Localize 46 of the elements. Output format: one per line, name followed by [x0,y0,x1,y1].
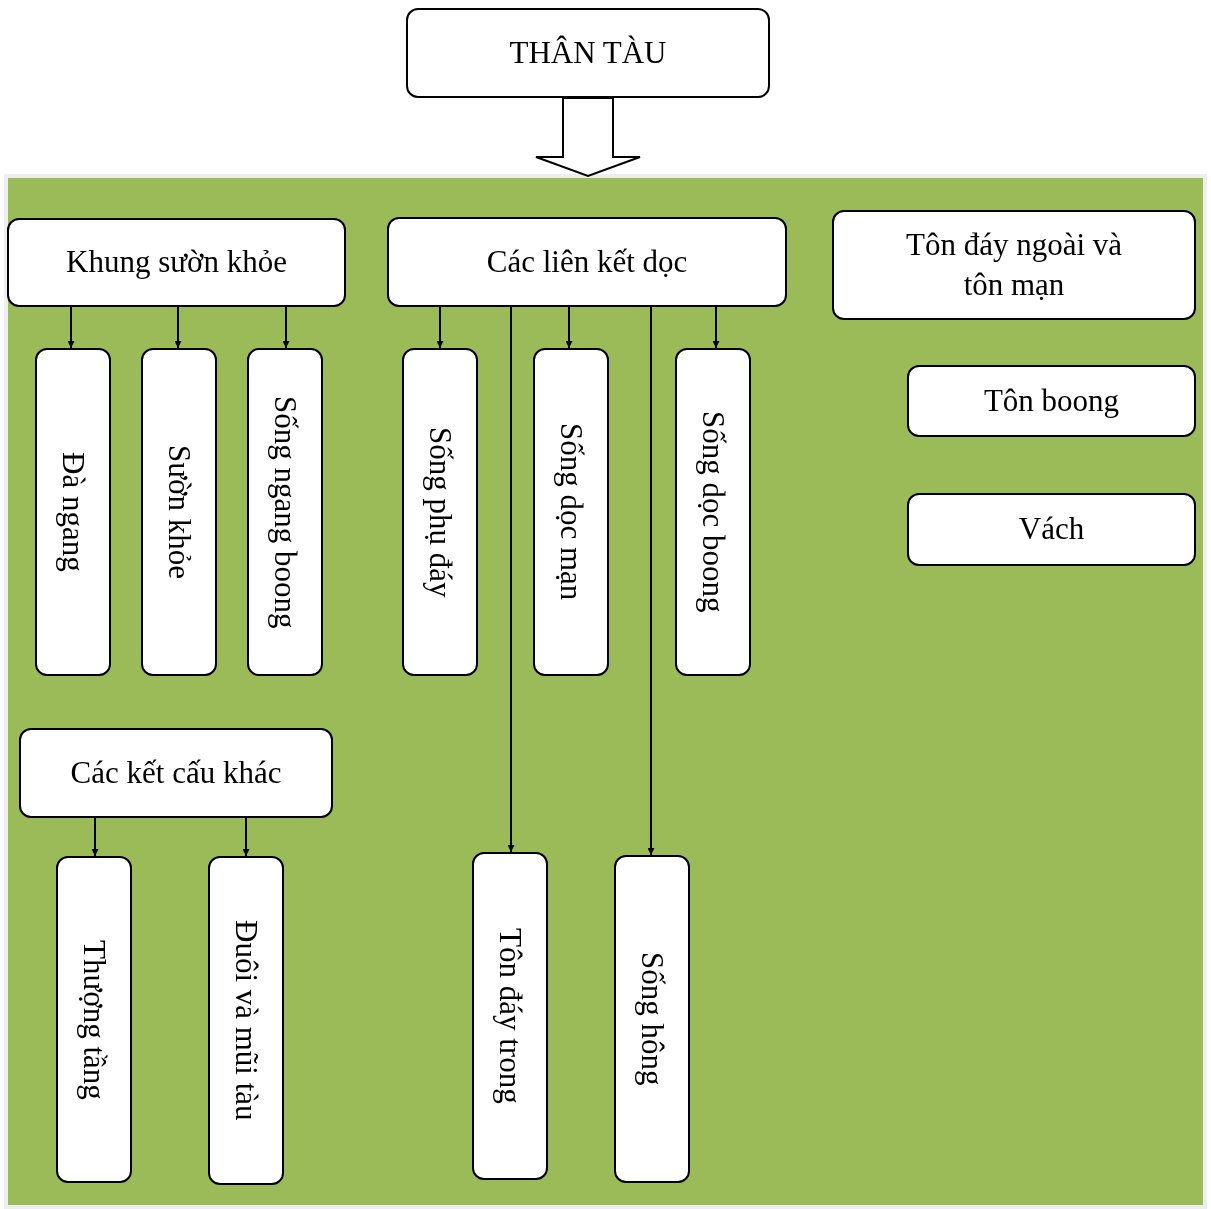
process-box [402,348,478,676]
process-box [387,217,787,307]
node-label: Sống hông [634,952,672,1086]
arrow [712,306,720,349]
node-label: Sống phụ đáy [422,426,460,598]
node-label: Thượng tầng [76,939,114,1100]
arrow [91,817,99,857]
node-label: Tôn đáy trong [492,928,530,1104]
block-arrow [535,97,641,178]
process-box [7,218,346,307]
arrow [67,306,75,349]
process-box [19,728,333,818]
process-box [907,365,1196,437]
arrow [282,306,290,349]
node-label: Đà ngang [55,452,93,572]
node-label: Sống dọc boong [695,411,733,613]
node-label: Vách [1018,510,1085,549]
node-label: Khung sườn khỏe [66,243,287,282]
arrow [507,306,515,853]
node-label: Các kết cấu khác [70,753,282,792]
arrow [565,306,573,349]
process-box [614,855,690,1183]
group-panel [4,174,1207,1209]
process-box [208,856,284,1185]
process-box [141,348,217,676]
process-box [907,493,1196,566]
node-label: Tôn boong [983,381,1120,420]
process-box [472,852,548,1180]
node-label: Đuôi và mũi tàu [228,920,266,1121]
arrow [436,306,444,349]
process-box [533,348,609,676]
arrow [242,817,250,857]
process-box [832,210,1196,320]
process-box [56,856,132,1183]
arrow [174,306,182,349]
node-label: Sống ngang boong [267,395,305,629]
node-label: THÂN TÀU [509,33,667,72]
process-box [35,348,111,676]
node-label: Các liên kết dọc [486,242,688,281]
process-box [406,8,770,98]
node-label: Sống dọc mạn [553,423,591,601]
node-label: Tôn đáy ngoài và tôn mạn [904,225,1124,304]
process-box [247,348,323,676]
arrow [647,306,655,856]
process-box [675,348,751,676]
node-label: Sườn khỏe [161,445,199,579]
